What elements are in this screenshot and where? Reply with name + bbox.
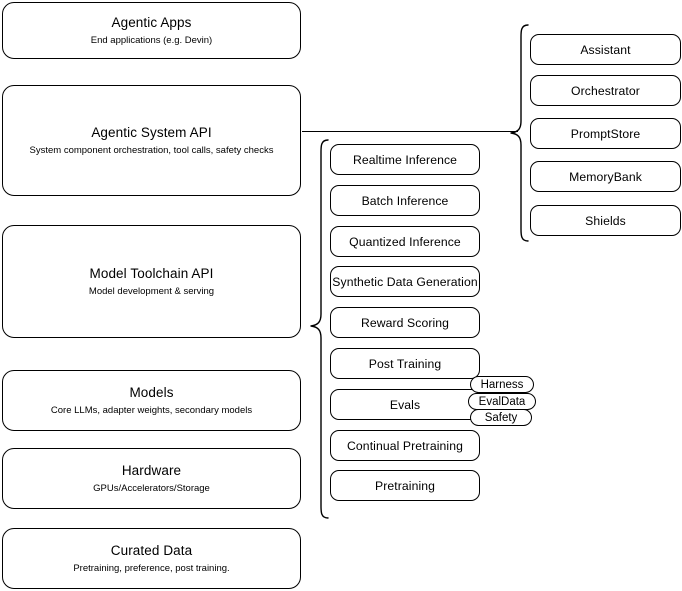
- component-box-continual-pretraining[interactable]: Continual Pretraining: [330, 430, 480, 461]
- component-box-reward-scoring[interactable]: Reward Scoring: [330, 307, 480, 338]
- component-label: PromptStore: [570, 126, 641, 141]
- layer-box-curated-data[interactable]: Curated Data Pretraining, preference, po…: [2, 528, 301, 589]
- layer-box-hardware[interactable]: Hardware GPUs/Accelerators/Storage: [2, 448, 301, 509]
- layer-box-model-toolchain-api[interactable]: Model Toolchain API Model development & …: [2, 225, 301, 338]
- agentic-component-box-promptstore[interactable]: PromptStore: [530, 118, 681, 149]
- component-label: Pretraining: [374, 478, 436, 493]
- layer-box-models[interactable]: Models Core LLMs, adapter weights, secon…: [2, 370, 301, 431]
- component-label: Post Training: [368, 356, 442, 371]
- brace-model-toolchain-group: [308, 138, 332, 522]
- layer-title: Agentic Apps: [111, 14, 192, 30]
- agentic-component-box-shields[interactable]: Shields: [530, 205, 681, 236]
- badge-harness[interactable]: Harness: [470, 376, 534, 393]
- component-label: Shields: [585, 213, 626, 228]
- component-box-pretraining[interactable]: Pretraining: [330, 470, 480, 501]
- badge-label: Harness: [480, 378, 524, 391]
- layer-subtitle: End applications (e.g. Devin): [90, 34, 213, 46]
- component-box-evals[interactable]: Evals: [330, 389, 480, 420]
- layer-title: Model Toolchain API: [89, 265, 214, 281]
- agentic-component-box-orchestrator[interactable]: Orchestrator: [530, 75, 681, 106]
- brace-agentic-system-group: [508, 23, 532, 249]
- component-box-synthetic-data-generation[interactable]: Synthetic Data Generation: [330, 266, 480, 297]
- layer-box-agentic-system-api[interactable]: Agentic System API System component orch…: [2, 85, 301, 196]
- badge-safety[interactable]: Safety: [470, 409, 532, 426]
- layer-subtitle: Pretraining, preference, post training.: [73, 562, 230, 574]
- component-label: Orchestrator: [571, 83, 640, 98]
- badge-label: EvalData: [478, 395, 526, 408]
- component-label: Continual Pretraining: [347, 438, 463, 453]
- badge-label: Safety: [484, 411, 518, 424]
- layer-title: Hardware: [121, 462, 182, 478]
- layer-subtitle: GPUs/Accelerators/Storage: [93, 482, 210, 494]
- component-box-post-training[interactable]: Post Training: [330, 348, 480, 379]
- agentic-component-box-assistant[interactable]: Assistant: [530, 34, 681, 65]
- connector-line-agentic-to-components: [302, 131, 518, 132]
- component-label: Quantized Inference: [349, 234, 461, 249]
- layer-title: Models: [129, 384, 174, 400]
- layer-subtitle: System component orchestration, tool cal…: [29, 144, 274, 156]
- badge-evaldata[interactable]: EvalData: [468, 393, 536, 410]
- component-box-batch-inference[interactable]: Batch Inference: [330, 185, 480, 216]
- component-box-realtime-inference[interactable]: Realtime Inference: [330, 144, 480, 175]
- component-label: Batch Inference: [361, 193, 449, 208]
- layer-title: Curated Data: [110, 542, 193, 558]
- component-label: MemoryBank: [569, 169, 642, 184]
- layer-box-agentic-apps[interactable]: Agentic Apps End applications (e.g. Devi…: [2, 2, 301, 59]
- layer-subtitle: Model development & serving: [88, 285, 215, 297]
- component-label: Realtime Inference: [352, 152, 458, 167]
- component-label: Assistant: [580, 42, 631, 57]
- component-label: Reward Scoring: [360, 315, 450, 330]
- component-label: Evals: [389, 397, 421, 412]
- component-label: Synthetic Data Generation: [332, 274, 478, 289]
- layer-title: Agentic System API: [91, 124, 212, 140]
- component-box-quantized-inference[interactable]: Quantized Inference: [330, 226, 480, 257]
- agentic-component-box-memorybank[interactable]: MemoryBank: [530, 161, 681, 192]
- layer-subtitle: Core LLMs, adapter weights, secondary mo…: [50, 404, 253, 416]
